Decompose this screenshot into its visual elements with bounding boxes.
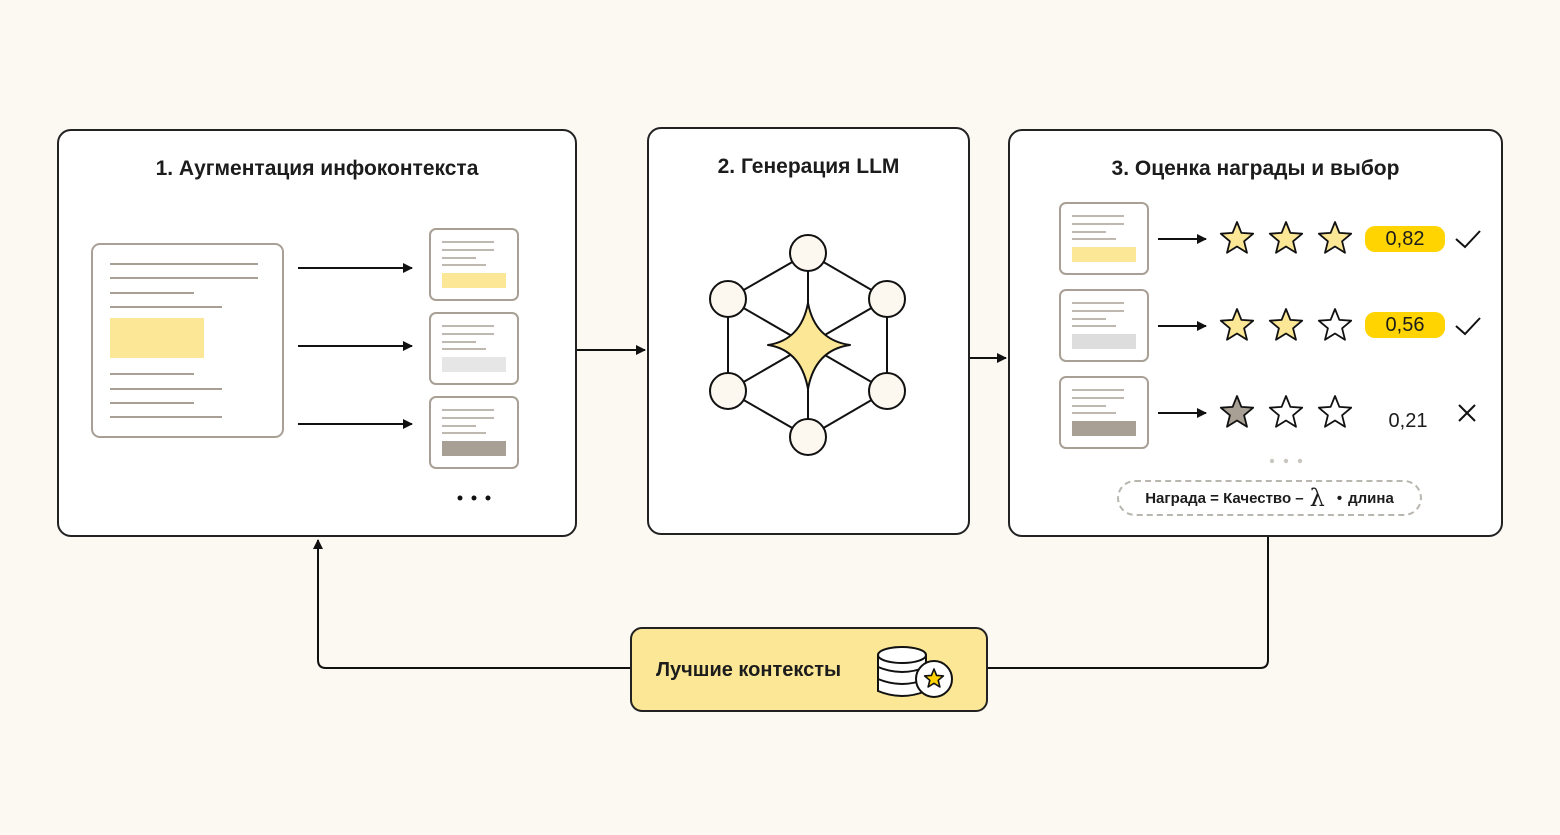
network-node: [789, 234, 827, 272]
score-value-3: 0,21: [1388, 410, 1428, 432]
best-contexts-label: Лучшие контексты: [656, 659, 842, 681]
star-icon: [1317, 395, 1353, 428]
variant-document-2: [429, 312, 519, 385]
formula-right: длина: [1348, 489, 1394, 507]
variant-document-3: [429, 396, 519, 469]
check-icon: [1455, 230, 1481, 249]
more-variants-ellipsis: [457, 495, 491, 501]
document-highlight: [1072, 334, 1136, 349]
document-highlight: [1072, 247, 1136, 262]
generation-title: 2. Генерация LLM: [717, 155, 900, 178]
network-node: [868, 372, 906, 410]
star-icon: [1317, 221, 1353, 254]
best-contexts-box: Лучшие контексты: [630, 627, 988, 712]
star-icon: [1268, 221, 1304, 254]
star-icon: [1268, 395, 1304, 428]
loop-reward-to-best: [988, 537, 1269, 669]
reward-title: 3. Оценка награды и выбор: [1111, 157, 1400, 180]
formula-lambda: λ: [1309, 484, 1325, 512]
star-icon: [1268, 308, 1304, 341]
more-candidates-dot: [1283, 458, 1289, 464]
network-node: [709, 280, 747, 318]
loop-best-to-augment: [313, 539, 630, 669]
check-icon: [1455, 317, 1481, 336]
document-highlight: [1072, 421, 1136, 436]
formula-dot: •: [1336, 489, 1343, 507]
star-icon: [1219, 221, 1255, 254]
network-node: [789, 418, 827, 456]
augmentation-title: 1. Аугментация инфоконтекста: [155, 157, 479, 180]
reward-formula: Награда = Качество – λ • длина: [1117, 480, 1422, 516]
sparkle-icon: [767, 302, 851, 390]
more-candidates-dot: [1269, 458, 1275, 464]
cross-icon: [1458, 404, 1476, 422]
star-icon: [1317, 308, 1353, 341]
more-candidates-dot: [1297, 458, 1303, 464]
network-node: [709, 372, 747, 410]
source-document: [91, 243, 284, 438]
database-star-icon: [877, 646, 953, 698]
score-badge-1: 0,82: [1365, 226, 1445, 252]
score-badge-2: 0,56: [1365, 312, 1445, 338]
variant-document-1: [429, 228, 519, 301]
star-icon: [1219, 395, 1255, 428]
star-icon: [1219, 308, 1255, 341]
network-node: [868, 280, 906, 318]
formula-left: Награда = Качество –: [1145, 489, 1304, 507]
